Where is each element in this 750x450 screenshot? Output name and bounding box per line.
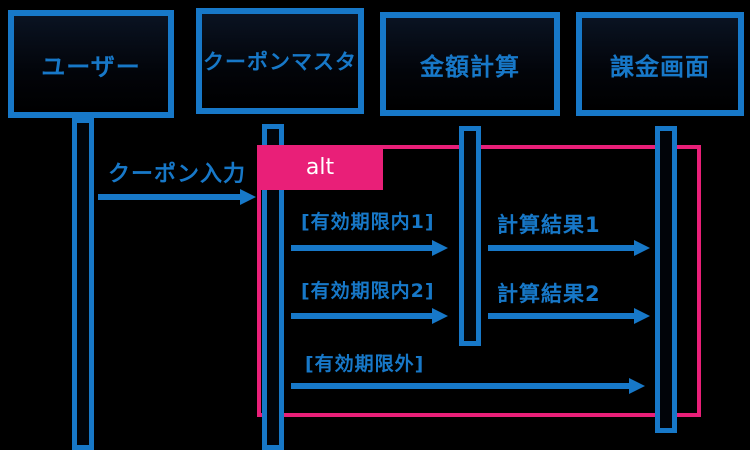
activation-bar-billing-screen xyxy=(655,126,677,433)
alt-operator-text: alt xyxy=(305,155,335,180)
message-arrow-coupon-input xyxy=(98,188,256,206)
arrow-line xyxy=(291,383,629,389)
message-label-calc-result-2: 計算結果2 xyxy=(497,282,601,306)
message-label-expired: [有効期限外] xyxy=(305,353,425,375)
arrowhead-right-icon xyxy=(432,308,448,324)
actor-label-amount-calc: 金額計算 xyxy=(420,52,520,81)
arrow-line xyxy=(488,245,634,251)
message-label-calc-result-1: 計算結果1 xyxy=(497,213,601,237)
alt-fragment-label: alt xyxy=(257,145,383,190)
message-label-valid-period-1: [有効期限内1] xyxy=(301,211,435,233)
arrow-line xyxy=(291,245,432,251)
activation-bar-amount-calc xyxy=(459,126,481,346)
arrowhead-right-icon xyxy=(240,189,256,205)
message-arrow-expired xyxy=(291,377,645,395)
activation-bar-user xyxy=(72,118,94,450)
actor-box-billing-screen: 課金画面 xyxy=(576,12,744,116)
message-label-coupon-input: クーポン入力 xyxy=(108,162,247,187)
message-arrow-valid-period-2 xyxy=(291,307,448,325)
arrow-line xyxy=(488,313,634,319)
actor-label-billing-screen: 課金画面 xyxy=(610,52,710,81)
arrow-line xyxy=(291,313,432,319)
actor-label-user: ユーザー xyxy=(41,52,141,81)
message-arrow-valid-period-1 xyxy=(291,239,448,257)
arrowhead-right-icon xyxy=(634,308,650,324)
arrowhead-right-icon xyxy=(629,378,645,394)
actor-box-coupon-master: クーポンマスタ xyxy=(196,8,364,114)
actor-label-coupon-master: クーポンマスタ xyxy=(203,50,357,74)
actor-box-user: ユーザー xyxy=(8,10,174,118)
activation-bar-coupon-master xyxy=(262,124,284,450)
message-arrow-calc-result-2 xyxy=(488,307,650,325)
actor-box-amount-calc: 金額計算 xyxy=(380,12,560,116)
arrow-line xyxy=(98,194,240,200)
message-arrow-calc-result-1 xyxy=(488,239,650,257)
arrowhead-right-icon xyxy=(634,240,650,256)
message-label-valid-period-2: [有効期限内2] xyxy=(301,280,435,302)
arrowhead-right-icon xyxy=(432,240,448,256)
